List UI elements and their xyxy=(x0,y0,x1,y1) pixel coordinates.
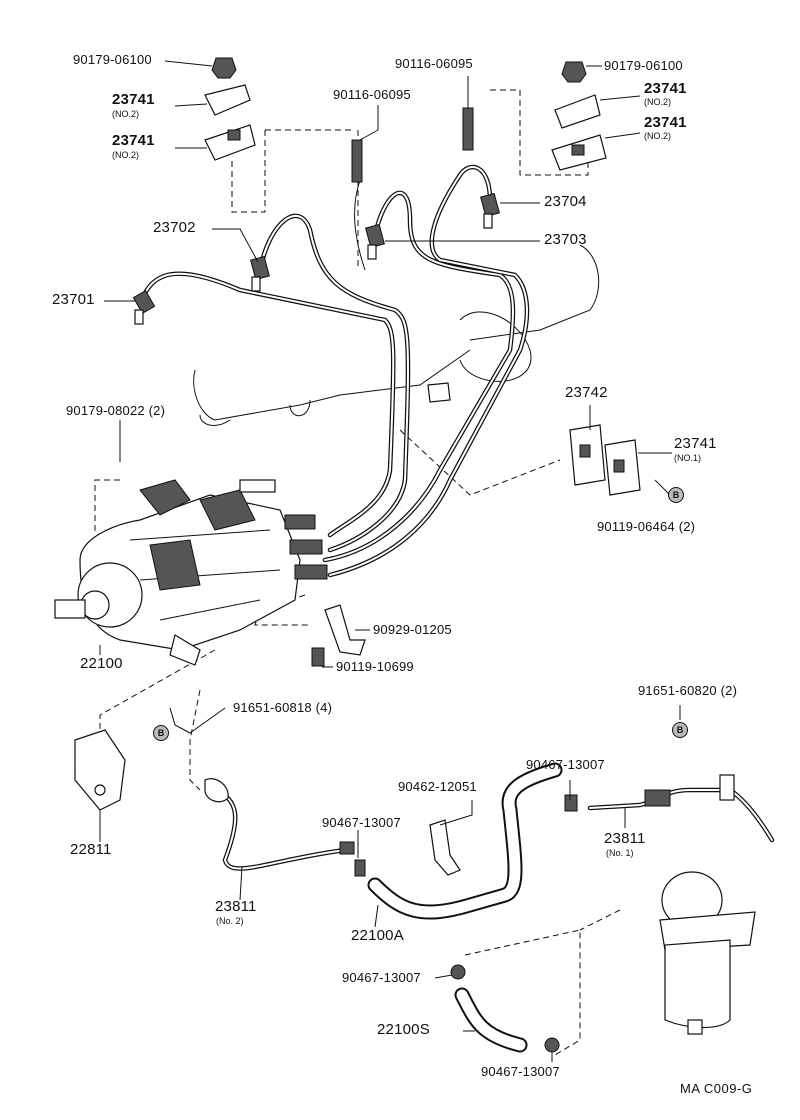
label-bracket-clamp: 90929-01205 xyxy=(373,622,452,637)
label-clamp-no1: 23741 xyxy=(674,435,717,452)
label-pipe-no1-sub: (No. 1) xyxy=(606,848,634,858)
label-clamp-top-right-2: 23741 xyxy=(644,114,687,131)
label-bolt-b-qty: (2) xyxy=(678,519,696,534)
label-stud-left: 90116-06095 xyxy=(333,87,411,102)
label-bolt-b-number: 90119-06464 xyxy=(597,519,675,534)
label-nut-top-left: 90179-06100 xyxy=(73,52,152,67)
label-pipe-no2-sub: (No. 2) xyxy=(216,916,244,926)
tag-b-filter: B xyxy=(672,722,688,738)
label-clip-mid: 90467-13007 xyxy=(322,815,401,830)
label-bolt-60818-number: 91651-60818 xyxy=(233,700,312,715)
label-clamp-top-left-1-sub: (NO.2) xyxy=(112,109,139,119)
label-leaders xyxy=(99,60,681,1062)
label-clamp-top-right-1: 23741 xyxy=(644,80,687,97)
label-clip-bottom: 90467-13007 xyxy=(481,1064,560,1079)
label-bolt-60820-number: 91651-60820 xyxy=(638,683,717,698)
tag-b-bolt: B xyxy=(668,487,684,503)
label-nut-top-right: 90179-06100 xyxy=(604,58,683,73)
label-clamp-no1-sub: (NO.1) xyxy=(674,453,701,463)
label-pipe-no2: 23811 xyxy=(215,898,257,915)
label-pump-22100: 22100 xyxy=(80,655,123,672)
label-clamp-top-right-1-sub: (NO.2) xyxy=(644,97,671,107)
label-bolt-60818: 91651-60818 (4) xyxy=(233,701,332,715)
label-clip-low: 90467-13007 xyxy=(342,970,421,985)
right-clamps xyxy=(569,424,641,496)
label-bracket-22811: 22811 xyxy=(70,841,112,858)
label-clamp-23742: 23742 xyxy=(565,384,608,401)
label-bolt-60818-qty: (4) xyxy=(315,700,333,715)
label-clip-top: 90467-13007 xyxy=(526,757,605,772)
engine-outline xyxy=(193,179,600,426)
label-hose-22100s: 22100S xyxy=(377,1021,430,1038)
label-bolt-b: 90119-06464 (2) xyxy=(597,520,695,534)
label-hose-22100a: 22100A xyxy=(351,927,404,944)
label-bolt-60820: 91651-60820 (2) xyxy=(638,684,737,698)
injection-pump xyxy=(54,479,328,666)
label-pipe-no1: 23811 xyxy=(604,830,646,847)
label-clamp-top-left-1: 23741 xyxy=(112,91,155,108)
label-nut-pump-number: 90179-08022 xyxy=(66,403,145,418)
label-pipe-23702: 23702 xyxy=(153,219,196,236)
label-clamp-top-left-2: 23741 xyxy=(112,132,155,149)
label-pipe-23704: 23704 xyxy=(544,193,587,210)
label-stud-right: 90116-06095 xyxy=(395,56,473,71)
label-clamp-top-left-2-sub: (NO.2) xyxy=(112,150,139,160)
injection-pipes xyxy=(132,164,530,578)
reference-code: MA C009-G xyxy=(680,1081,753,1096)
top-hardware xyxy=(204,57,607,183)
label-nut-pump: 90179-08022 (2) xyxy=(66,404,165,418)
label-bolt-60820-qty: (2) xyxy=(720,683,738,698)
label-nut-pump-qty: (2) xyxy=(148,403,166,418)
label-pipe-23703: 23703 xyxy=(544,231,587,248)
label-clamp-top-right-2-sub: (NO.2) xyxy=(644,131,671,141)
tag-b-bracket: B xyxy=(153,725,169,741)
label-bolt-10699: 90119-10699 xyxy=(336,659,414,674)
lower-hardware xyxy=(74,604,775,1053)
label-pipe-23701: 23701 xyxy=(52,291,95,308)
label-clamp-12051: 90462-12051 xyxy=(398,779,477,794)
